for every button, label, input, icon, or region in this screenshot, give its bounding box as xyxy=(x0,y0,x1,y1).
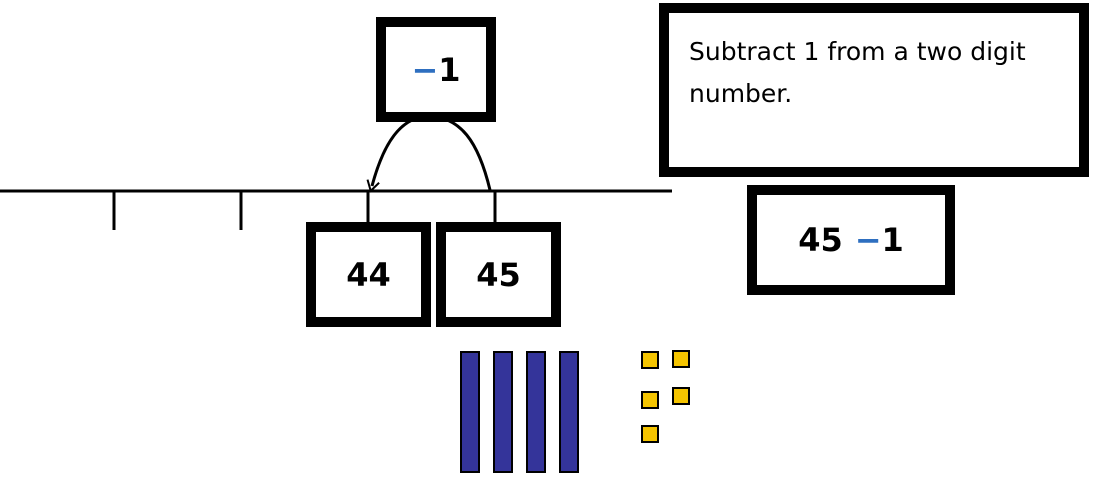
instruction-box: Subtract 1 from a two digit number. xyxy=(659,3,1089,177)
number-label: 44 xyxy=(346,255,391,294)
number-box-44: 44 xyxy=(306,222,431,327)
ones-cube xyxy=(672,350,690,368)
ones-cube xyxy=(672,387,690,405)
tens-rod xyxy=(493,351,513,473)
operation-value: 1 xyxy=(438,50,461,89)
minus-sign: − xyxy=(411,50,439,89)
tens-rod xyxy=(526,351,546,473)
expression-box: 45−1 xyxy=(747,185,955,295)
number-box-45: 45 xyxy=(436,222,561,327)
ones-cube xyxy=(641,425,659,443)
tens-rod xyxy=(559,351,579,473)
operation-box: −1 xyxy=(376,17,496,122)
tens-rod xyxy=(460,351,480,473)
number-label: 45 xyxy=(476,255,521,294)
jump-arrow xyxy=(366,114,492,193)
expression-left: 45 xyxy=(798,221,843,259)
ones-cube xyxy=(641,391,659,409)
ones-cube xyxy=(641,351,659,369)
instruction-text: Subtract 1 from a two digit number. xyxy=(689,37,1026,108)
expression-sign: − xyxy=(854,221,882,259)
base-ten-blocks xyxy=(460,350,690,473)
expression-right: 1 xyxy=(881,221,904,259)
